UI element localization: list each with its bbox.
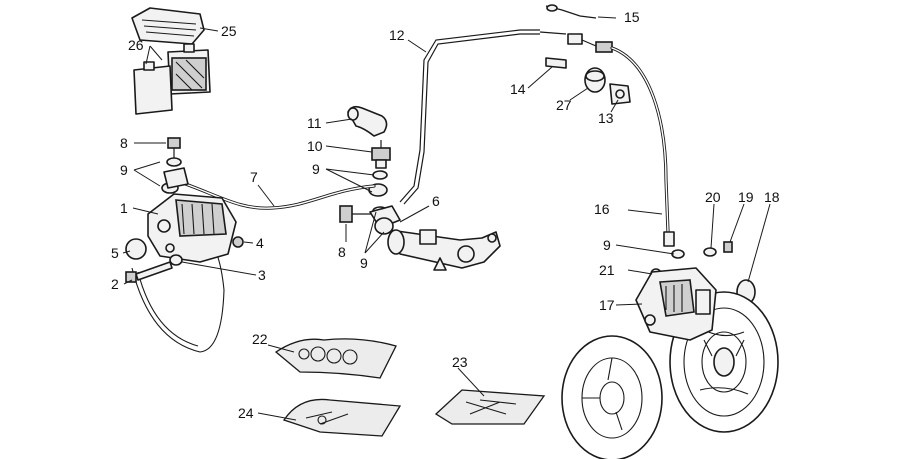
part-master-cylinder-6 <box>387 229 501 271</box>
part-clip-15 <box>545 4 597 19</box>
part-screw-19 <box>723 241 733 253</box>
part-banjo-bolt-8-center <box>339 205 401 235</box>
callout-25: 25 <box>221 23 237 39</box>
kit-bag-22 <box>274 338 397 379</box>
part-boot-11 <box>347 105 388 137</box>
callout-17: 17 <box>599 297 615 313</box>
callout-labels: 25 26 8 9 1 5 2 3 4 7 11 10 9 8 9 6 12 1… <box>111 9 780 421</box>
callout-26: 26 <box>128 37 144 53</box>
part-bolt-2 <box>125 261 173 283</box>
part-nut-4 <box>232 236 244 248</box>
callout-19: 19 <box>738 189 754 205</box>
part-bush-27 <box>584 67 606 93</box>
part-brake-pads-26 <box>133 43 211 115</box>
callout-9-center: 9 <box>312 161 320 177</box>
part-bracket-13 <box>609 83 631 105</box>
callout-9-right: 9 <box>603 237 611 253</box>
callout-8-left: 8 <box>120 135 128 151</box>
part-caliper-1 <box>147 193 237 263</box>
callout-23: 23 <box>452 354 468 370</box>
callout-15: 15 <box>624 9 640 25</box>
callout-10: 10 <box>307 138 323 154</box>
callout-5: 5 <box>111 245 119 261</box>
callout-12: 12 <box>389 27 405 43</box>
callout-21: 21 <box>599 262 615 278</box>
callout-3: 3 <box>258 267 266 283</box>
part-hose-16 <box>610 46 675 247</box>
leader-lines <box>122 16 771 421</box>
part-cap-5 <box>125 238 147 260</box>
callout-1: 1 <box>120 200 128 216</box>
part-pipe-12 <box>399 29 540 205</box>
callout-6: 6 <box>432 193 440 209</box>
callout-18: 18 <box>764 189 780 205</box>
callout-13: 13 <box>598 110 614 126</box>
part-pipe-fittings-top <box>539 31 613 53</box>
callout-4: 4 <box>256 235 264 251</box>
callout-20: 20 <box>705 189 721 205</box>
callout-9-left: 9 <box>120 162 128 178</box>
part-caliper-17 <box>635 267 717 341</box>
callout-2: 2 <box>111 276 119 292</box>
part-switch-10 <box>371 140 391 169</box>
kit-bag-24 <box>282 398 402 437</box>
callout-7: 7 <box>250 169 258 185</box>
callout-24: 24 <box>238 405 254 421</box>
callout-14: 14 <box>510 81 526 97</box>
callout-9-lower: 9 <box>360 255 368 271</box>
part-sleeve-14 <box>545 57 567 69</box>
part-hose-7 <box>178 180 376 210</box>
part-bolt-8-left <box>161 137 189 194</box>
callout-16: 16 <box>594 201 610 217</box>
part-disc-left <box>131 239 225 353</box>
callout-27: 27 <box>556 97 572 113</box>
part-washer-20 <box>703 247 717 257</box>
kit-bag-23 <box>434 389 546 425</box>
part-cover-25 <box>131 7 205 45</box>
callout-22: 22 <box>252 331 268 347</box>
part-washer-3 <box>169 254 183 266</box>
part-disc-rear <box>561 335 663 459</box>
callout-11: 11 <box>307 115 322 131</box>
callout-8-center: 8 <box>338 244 346 260</box>
